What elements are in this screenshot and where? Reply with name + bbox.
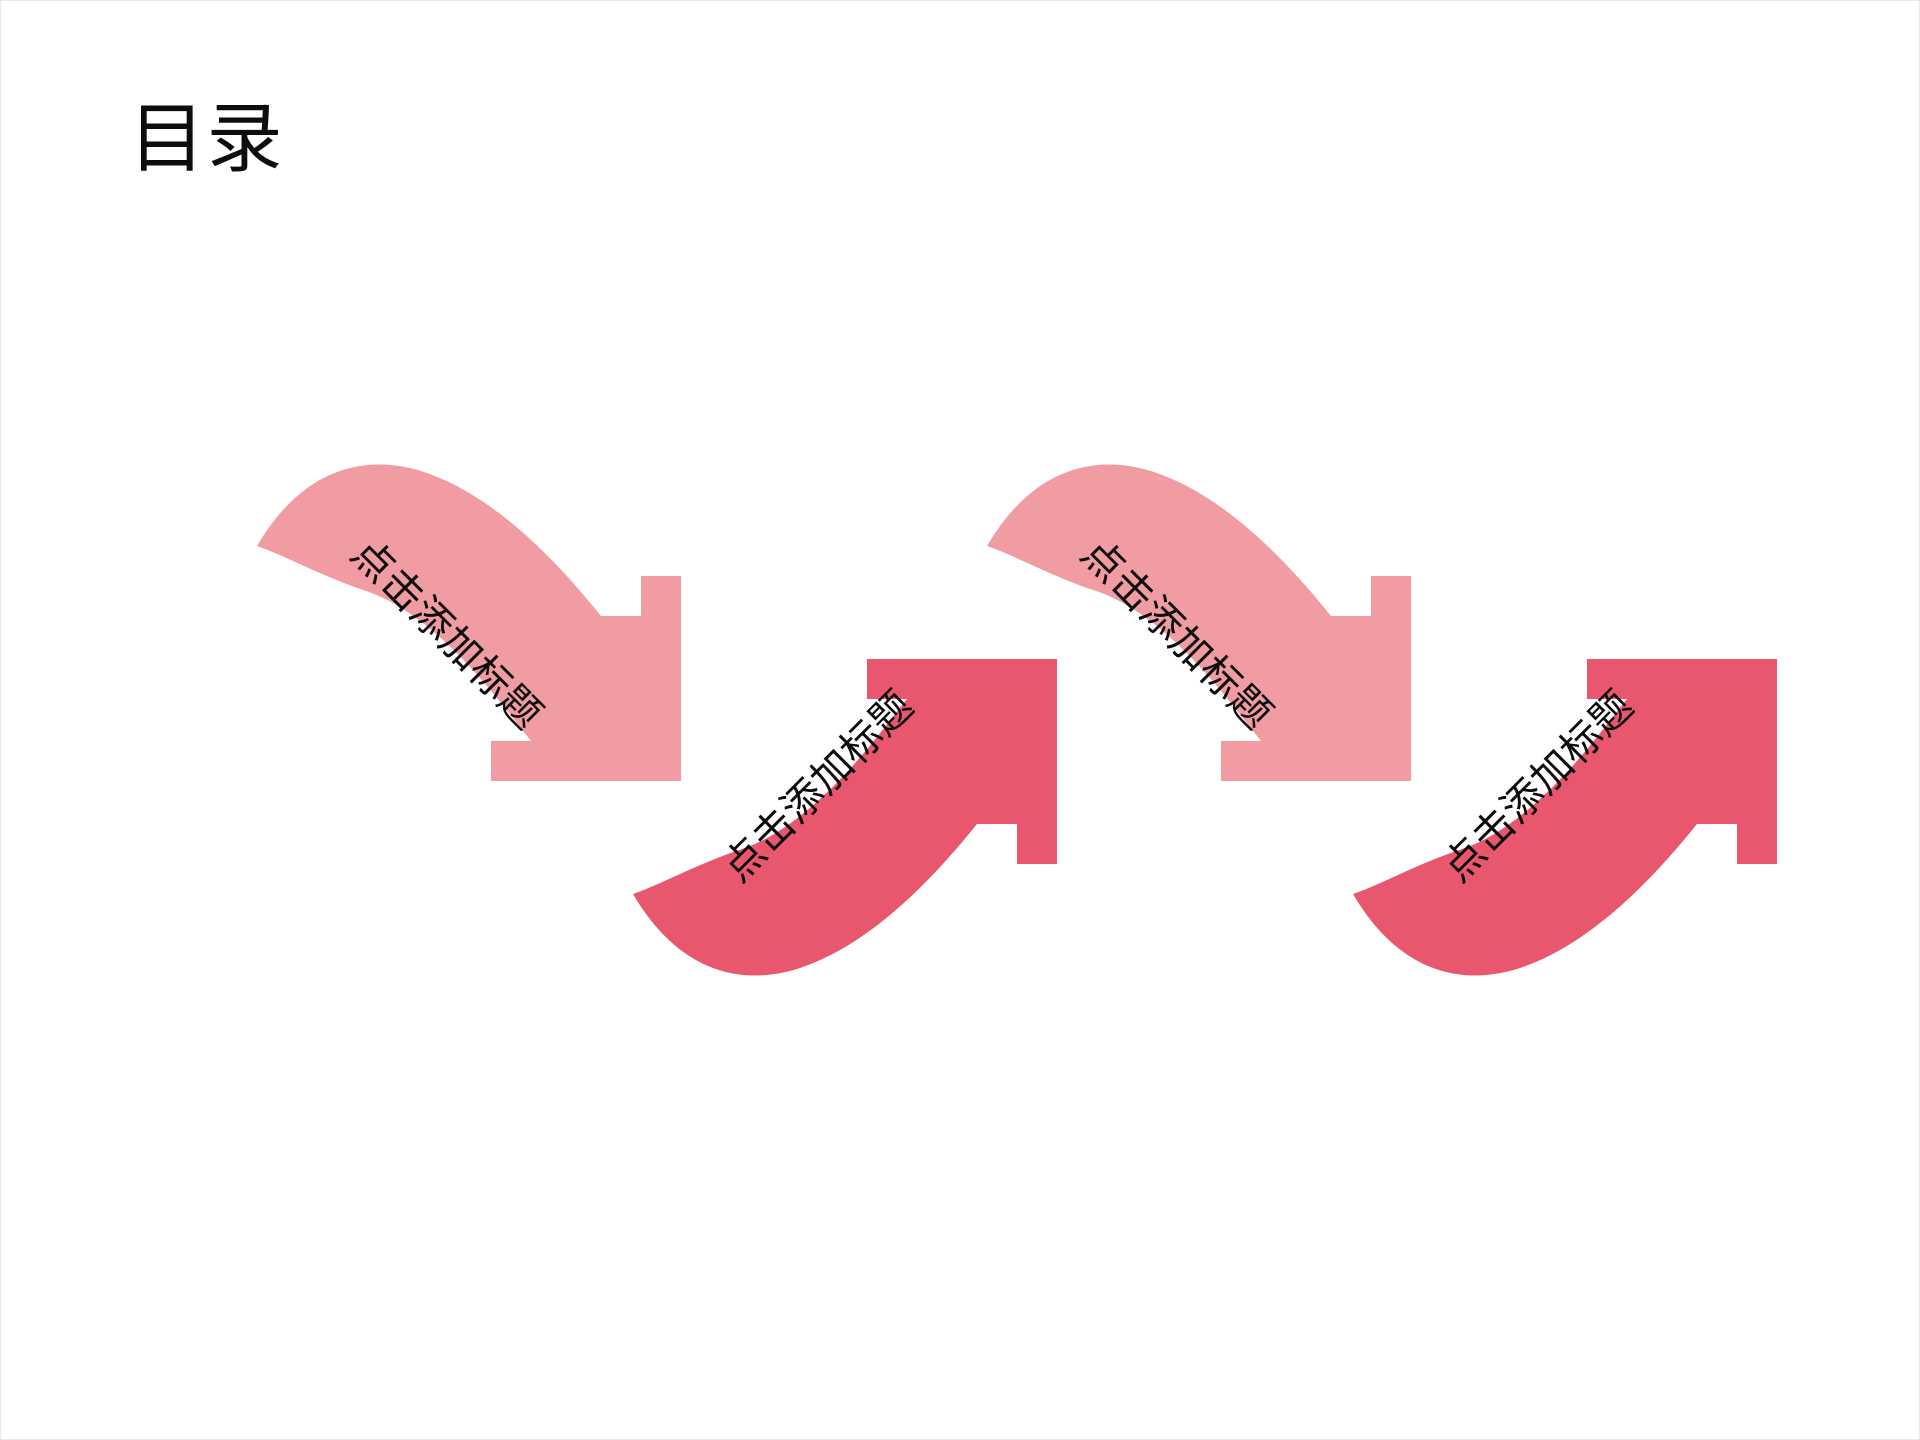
arrow-4-label[interactable]: 点击添加标题 [1433, 681, 1643, 892]
arrow-1-label[interactable]: 点击添加标题 [341, 529, 552, 739]
arrow-3-label[interactable]: 点击添加标题 [1071, 529, 1282, 739]
arrow-2-label[interactable]: 点击添加标题 [713, 681, 923, 892]
page-title[interactable]: 目录 [129, 94, 285, 183]
